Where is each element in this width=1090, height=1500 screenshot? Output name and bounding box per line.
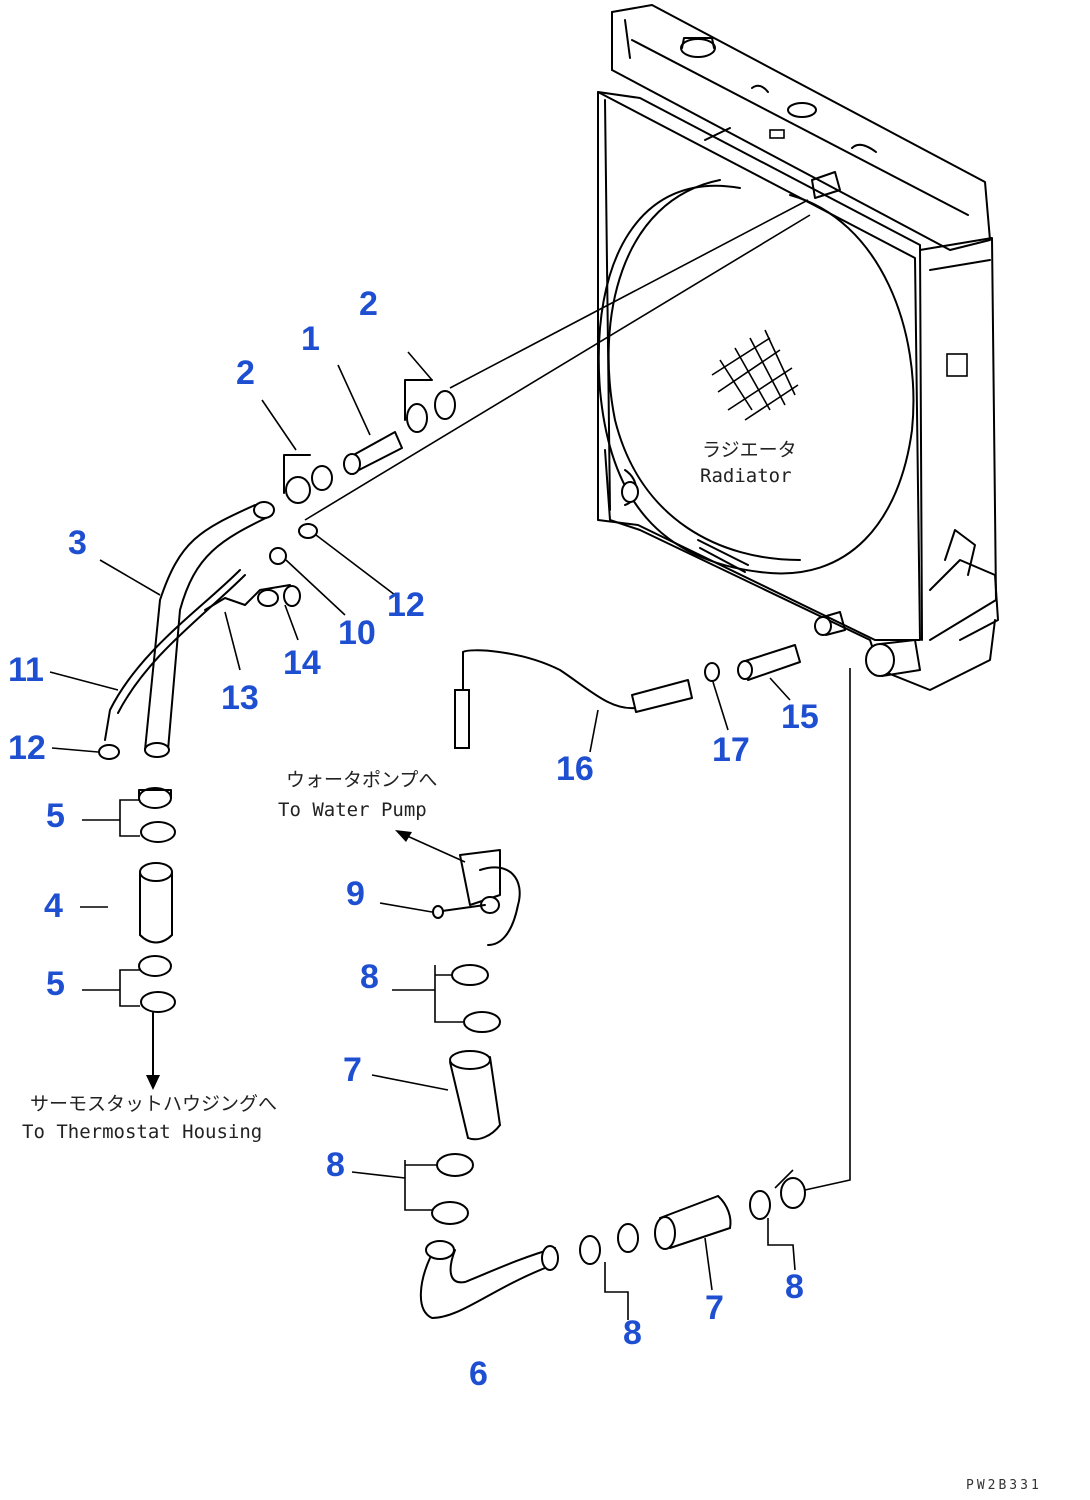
part-number-2-right: 2 bbox=[359, 285, 378, 323]
thermostat-label-en: To Thermostat Housing bbox=[22, 1121, 263, 1143]
part-number-8-top: 8 bbox=[360, 958, 379, 996]
drawing-code: PW2B331 bbox=[966, 1478, 1042, 1493]
part-number-11: 11 bbox=[8, 651, 44, 689]
part-number-1: 1 bbox=[301, 320, 320, 358]
part-number-14: 14 bbox=[283, 644, 321, 682]
part-number-6: 6 bbox=[469, 1355, 488, 1393]
part-number-2-left: 2 bbox=[236, 354, 255, 392]
water-pump-label-en: To Water Pump bbox=[278, 799, 427, 821]
part-number-5-lower: 5 bbox=[46, 965, 65, 1003]
part-number-12-right: 12 bbox=[387, 586, 425, 624]
water-pump-hose-group bbox=[351, 668, 851, 1320]
upper-hose-group bbox=[49, 351, 456, 760]
part-number-17: 17 bbox=[712, 731, 750, 769]
part-number-16: 16 bbox=[556, 750, 594, 788]
part-number-4: 4 bbox=[44, 887, 63, 925]
part-number-13: 13 bbox=[221, 679, 259, 717]
radiator-label-en: Radiator bbox=[700, 465, 792, 487]
thermostat-hose-group bbox=[80, 787, 176, 1090]
part-number-5-upper: 5 bbox=[46, 797, 65, 835]
part-number-7-lower: 7 bbox=[705, 1289, 724, 1327]
sensor-group bbox=[454, 644, 801, 753]
thermostat-label-jp: サーモスタットハウジングへ bbox=[30, 1093, 278, 1115]
part-number-3: 3 bbox=[68, 524, 87, 562]
part-number-12-left: 12 bbox=[8, 729, 46, 767]
part-number-8-middle: 8 bbox=[326, 1146, 345, 1184]
part-number-8-low-left: 8 bbox=[623, 1314, 642, 1352]
radiator-label-jp: ラジエータ bbox=[702, 439, 797, 461]
water-pump-label-jp: ウォータポンプへ bbox=[286, 769, 438, 791]
part-number-9: 9 bbox=[346, 875, 365, 913]
part-number-7-upper: 7 bbox=[343, 1051, 362, 1089]
part-number-10: 10 bbox=[338, 614, 376, 652]
part-number-8-low-right: 8 bbox=[785, 1268, 804, 1306]
part-number-15: 15 bbox=[781, 698, 819, 736]
radiator-assembly bbox=[597, 4, 999, 691]
